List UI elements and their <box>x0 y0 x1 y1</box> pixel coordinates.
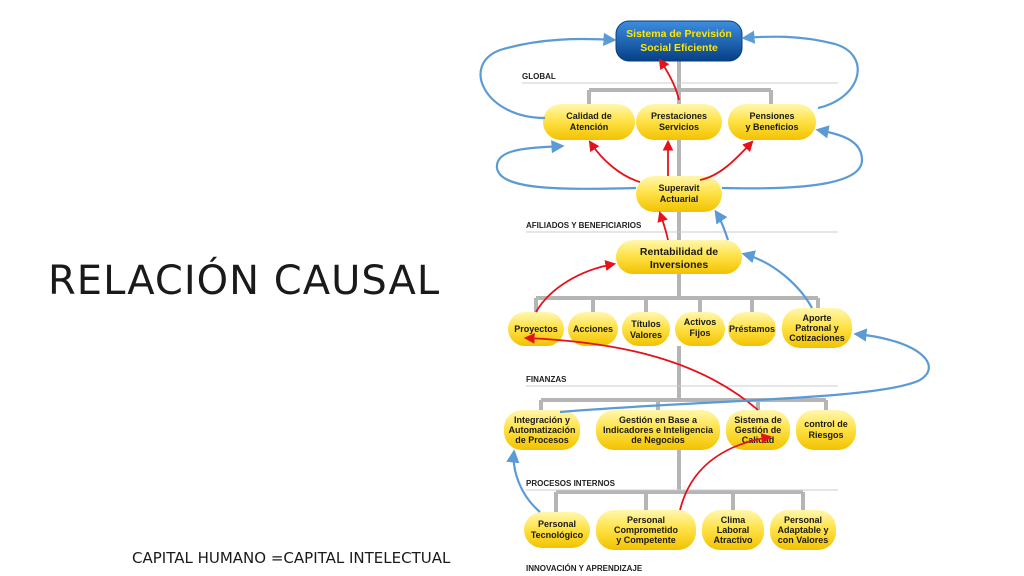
svg-text:Actuarial: Actuarial <box>660 194 699 204</box>
svg-text:Rentabilidad de: Rentabilidad de <box>640 246 718 258</box>
svg-text:Comprometido: Comprometido <box>614 525 679 535</box>
svg-text:y Competente: y Competente <box>616 535 676 545</box>
svg-text:de Procesos: de Procesos <box>515 435 569 445</box>
svg-text:Sistema de: Sistema de <box>734 415 782 425</box>
node-superavit: Superavit Actuarial <box>636 176 722 212</box>
svg-text:Préstamos: Préstamos <box>729 324 775 334</box>
slide-caption: CAPITAL HUMANO =CAPITAL INTELECTUAL <box>132 549 451 567</box>
svg-text:Riesgos: Riesgos <box>808 430 843 440</box>
blue-arrow-superavit-pensiones <box>721 125 864 190</box>
node-gestion: Gestión en Base a Indicadores e Intelige… <box>596 410 720 450</box>
svg-text:Proyectos: Proyectos <box>514 324 558 334</box>
node-comprometido: Personal Comprometido y Competente <box>596 510 696 550</box>
red-arrow-prestaciones-sistema <box>658 58 680 101</box>
svg-text:Gestión en Base a: Gestión en Base a <box>619 415 698 425</box>
node-acciones: Acciones <box>568 312 618 346</box>
svg-text:Patronal y: Patronal y <box>795 323 839 333</box>
red-arrow-sgc-proyectos <box>523 332 759 411</box>
svg-text:Tecnológico: Tecnológico <box>531 530 584 540</box>
node-rentabilidad: Rentabilidad de Inversiones <box>616 240 742 274</box>
node-titulos: Títulos Valores <box>622 312 670 346</box>
blue-arrow-integracion-aporte <box>559 328 930 414</box>
svg-text:Automatización: Automatización <box>508 425 575 435</box>
node-sistema: Sistema de Previsión Social Eficiente <box>615 20 743 62</box>
blue-arrow-rentabilidad-superavit <box>714 209 730 241</box>
section-finanzas: FINANZAS <box>526 375 567 384</box>
blue-arrow-tecnologico-integracion <box>506 449 541 513</box>
section-global: GLOBAL <box>522 72 556 81</box>
node-activos: Activos Fijos <box>675 312 725 346</box>
svg-text:Calidad de: Calidad de <box>566 111 612 121</box>
slide-title: RELACIÓN CAUSAL <box>48 258 441 304</box>
svg-text:con Valores: con Valores <box>778 535 829 545</box>
blue-arrow-aporte-rentabilidad <box>741 250 813 309</box>
node-adaptable: Personal Adaptable y con Valores <box>770 510 836 550</box>
svg-text:Adaptable y: Adaptable y <box>777 525 828 535</box>
svg-text:Servicios: Servicios <box>659 122 699 132</box>
node-prestamos: Préstamos <box>728 312 776 346</box>
svg-text:Acciones: Acciones <box>573 324 613 334</box>
svg-text:Pensiones: Pensiones <box>749 111 794 121</box>
svg-text:Fijos: Fijos <box>689 328 710 338</box>
blue-arrow-calidad-sistema <box>479 32 617 120</box>
svg-text:Prestaciones: Prestaciones <box>651 111 707 121</box>
node-pensiones: Pensiones y Beneficios <box>728 104 816 140</box>
svg-text:Inversiones: Inversiones <box>650 259 709 271</box>
node-calidad: Calidad de Atención <box>543 104 635 140</box>
svg-text:Sistema de Previsión: Sistema de Previsión <box>626 28 732 40</box>
svg-text:Cotizaciones: Cotizaciones <box>789 333 845 343</box>
svg-text:Laboral: Laboral <box>717 525 750 535</box>
section-innovacion: INNOVACIÓN Y APRENDIZAJE <box>526 564 643 573</box>
svg-text:Valores: Valores <box>630 330 662 340</box>
svg-text:Personal: Personal <box>627 515 665 525</box>
node-proyectos: Proyectos <box>508 312 564 346</box>
node-aporte: Aporte Patronal y Cotizaciones <box>782 308 852 348</box>
svg-text:Clima: Clima <box>721 515 747 525</box>
red-arrow-comprometido-sgc <box>679 433 773 511</box>
svg-text:control de: control de <box>804 419 848 429</box>
node-tecnologico: Personal Tecnológico <box>524 512 590 548</box>
svg-text:Personal: Personal <box>538 519 576 529</box>
node-control: control de Riesgos <box>796 410 856 450</box>
node-prestaciones: Prestaciones Servicios <box>636 104 722 140</box>
svg-text:Indicadores e Inteligencia: Indicadores e Inteligencia <box>603 425 714 435</box>
svg-text:Integración y: Integración y <box>514 415 570 425</box>
section-afiliados: AFILIADOS Y BENEFICIARIOS <box>526 221 642 230</box>
svg-text:Aporte: Aporte <box>803 313 832 323</box>
svg-text:Activos: Activos <box>684 317 717 327</box>
red-arrow-superavit-pensiones <box>699 140 754 181</box>
svg-text:Gestión de: Gestión de <box>735 425 782 435</box>
svg-text:Superavit: Superavit <box>658 183 699 193</box>
svg-text:Personal: Personal <box>784 515 822 525</box>
node-sgc: Sistema de Gestión de Calidad <box>726 410 790 450</box>
red-arrow-superavit-calidad <box>588 140 641 183</box>
svg-text:Social Eficiente: Social Eficiente <box>640 42 718 54</box>
svg-text:Títulos: Títulos <box>631 319 661 329</box>
red-arrow-proyectos-rentabilidad <box>535 260 617 313</box>
section-procesos: PROCESOS INTERNOS <box>526 479 616 488</box>
svg-text:Atractivo: Atractivo <box>713 535 753 545</box>
hierarchy-connectors <box>534 60 828 512</box>
blue-arrow-pensiones-sistema <box>741 30 859 110</box>
svg-text:y Beneficios: y Beneficios <box>745 122 798 132</box>
node-clima: Clima Laboral Atractivo <box>702 510 764 550</box>
red-arrow-rentabilidad-superavit <box>657 210 669 241</box>
svg-text:Atención: Atención <box>570 122 609 132</box>
svg-text:de Negocios: de Negocios <box>631 435 685 445</box>
blue-arrow-superavit-calidad <box>495 140 637 190</box>
node-integracion: Integración y Automatización de Procesos <box>504 410 580 450</box>
